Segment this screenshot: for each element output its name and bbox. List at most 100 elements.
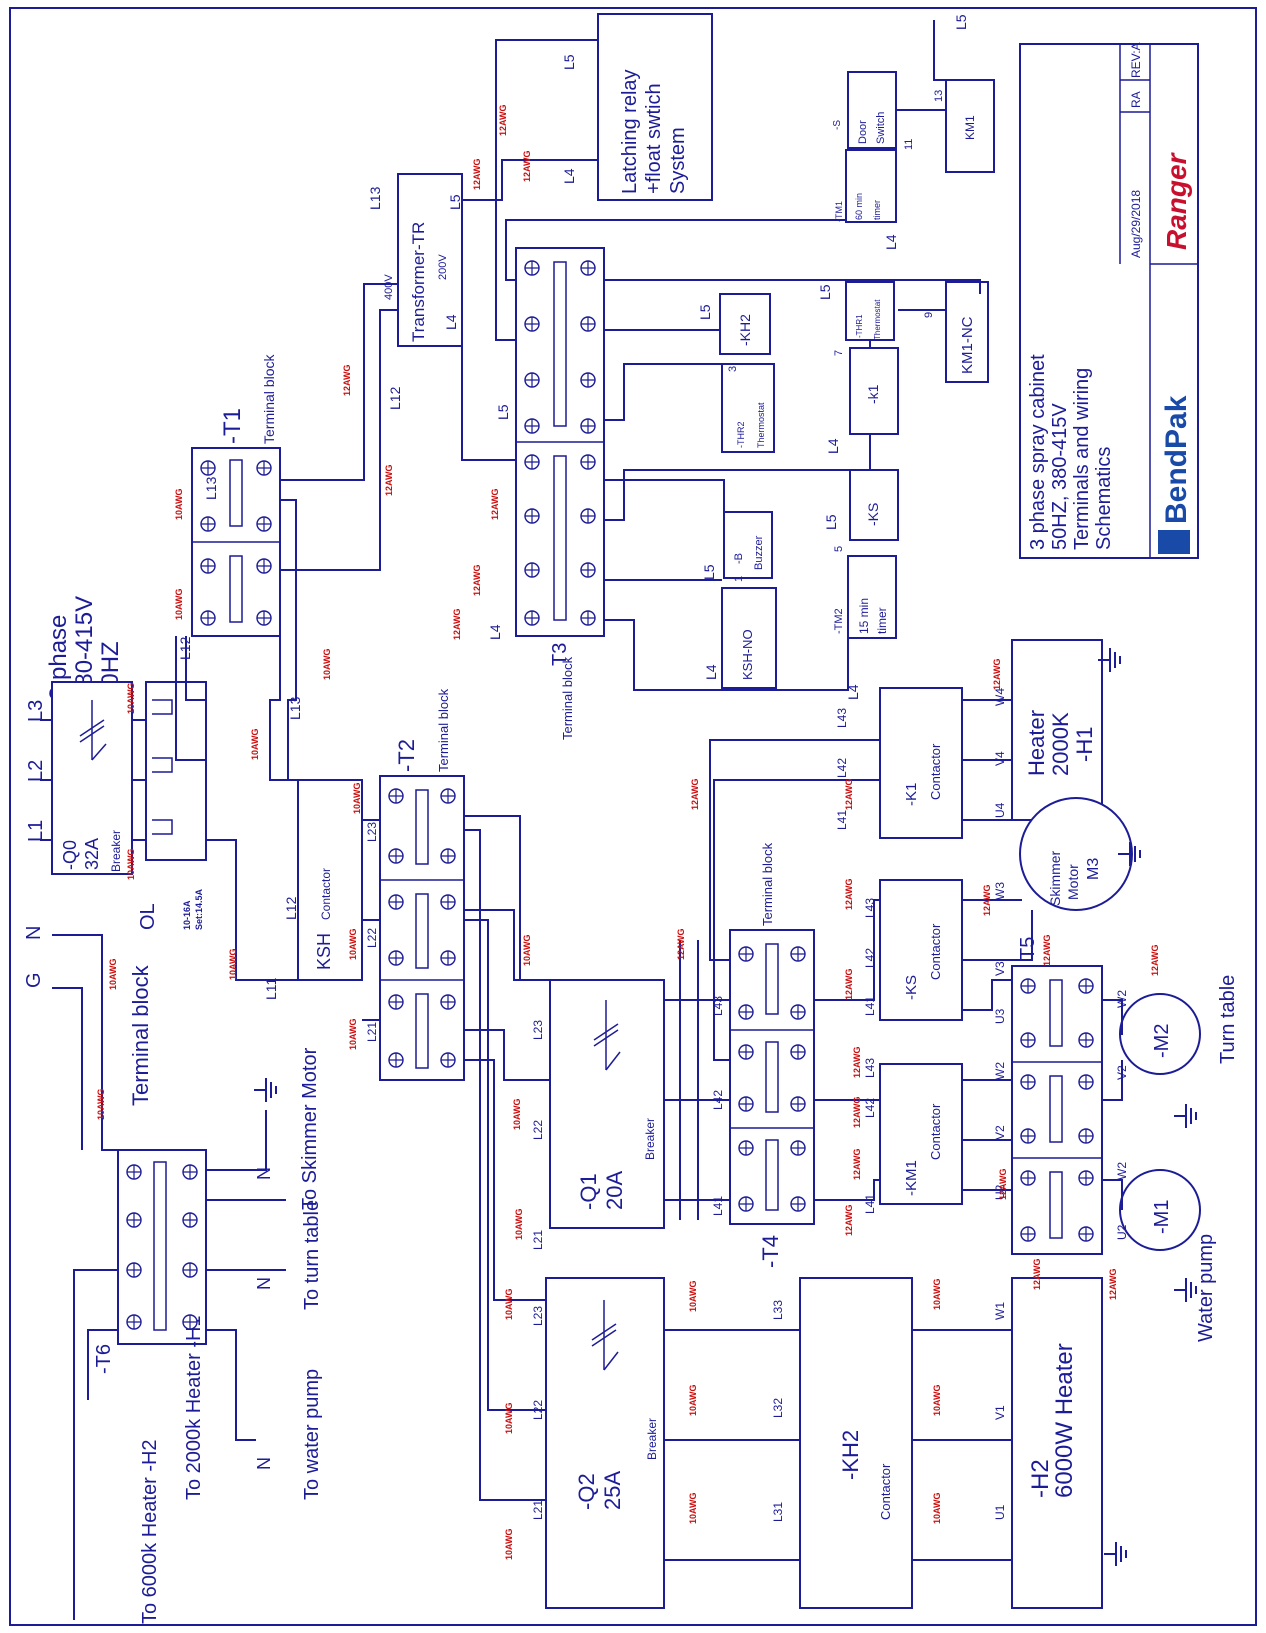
- svg-text:V1: V1: [993, 1405, 1007, 1420]
- ground-icon: [254, 1078, 277, 1102]
- svg-text:U2: U2: [1115, 1224, 1129, 1240]
- svg-text:Thermostat: Thermostat: [756, 402, 766, 448]
- terminal-screw-cross: [1079, 1075, 1093, 1089]
- terminal-block-t1: -T1 Terminal block: [191, 354, 281, 637]
- svg-text:10AWG: 10AWG: [352, 782, 362, 814]
- svg-text:V2: V2: [1115, 1065, 1129, 1080]
- transformer: Transformer-TR 400V 200V: [383, 173, 463, 347]
- svg-text:10AWG: 10AWG: [932, 1492, 942, 1524]
- svg-text:L12: L12: [387, 386, 403, 410]
- terminal-screw-cross: [581, 509, 595, 523]
- svg-text:10AWG: 10AWG: [322, 648, 332, 680]
- terminal-screw-cross: [127, 1263, 141, 1277]
- svg-text:10AWG: 10AWG: [348, 1018, 358, 1050]
- svg-text:V2: V2: [993, 1125, 1007, 1140]
- svg-text:L4: L4: [487, 624, 503, 640]
- svg-text:L5: L5: [823, 514, 839, 530]
- svg-text:2000K: 2000K: [1048, 712, 1073, 776]
- contactor-kh2: -KH2 Contactor: [799, 1277, 913, 1609]
- svg-text:10AWG: 10AWG: [932, 1278, 942, 1310]
- svg-text:System: System: [667, 127, 689, 194]
- svg-text:L33: L33: [771, 1300, 785, 1320]
- terminal-screw-cross: [525, 509, 539, 523]
- svg-text:12AWG: 12AWG: [992, 658, 1002, 690]
- svg-text:V4: V4: [993, 751, 1007, 766]
- coil-ks: [849, 469, 899, 541]
- svg-text:12AWG: 12AWG: [844, 778, 854, 810]
- svg-text:L13: L13: [203, 476, 219, 500]
- svg-text:L4: L4: [825, 438, 841, 454]
- svg-text:12AWG: 12AWG: [844, 878, 854, 910]
- svg-text:L42: L42: [863, 1098, 877, 1118]
- contactor-km1: -KM1 Contactor: [879, 1063, 963, 1205]
- contactor-ks: -KS Contactor: [879, 879, 963, 1021]
- svg-text:KM1: KM1: [963, 115, 977, 140]
- svg-text:KSH: KSH: [314, 933, 334, 970]
- svg-text:12AWG: 12AWG: [1150, 944, 1160, 976]
- svg-text:L43: L43: [863, 898, 877, 918]
- svg-text:W4: W4: [993, 688, 1007, 706]
- terminal-screw-cross: [525, 373, 539, 387]
- svg-text:10AWG: 10AWG: [688, 1492, 698, 1524]
- svg-text:L11: L11: [263, 977, 279, 1000]
- terminal-screw-cross: [441, 895, 455, 909]
- ground-icon: [1104, 1542, 1127, 1566]
- svg-text:12AWG: 12AWG: [852, 1148, 862, 1180]
- svg-text:15 min: 15 min: [857, 598, 871, 634]
- svg-text:KM1-NC: KM1-NC: [959, 316, 976, 374]
- svg-text:KSH-NO: KSH-NO: [740, 629, 755, 680]
- svg-text:12AWG: 12AWG: [1108, 1268, 1118, 1300]
- svg-text:12AWG: 12AWG: [690, 778, 700, 810]
- svg-text:W2: W2: [993, 1062, 1007, 1080]
- load-destinations: To 6000k Heater -H2 To 2000k Heater -H1 …: [139, 1047, 323, 1624]
- svg-text:L21: L21: [365, 1022, 379, 1042]
- svg-text:-M2: -M2: [1151, 1024, 1173, 1058]
- svg-text:Thermostat: Thermostat: [873, 299, 882, 340]
- terminal-screw-cross: [581, 419, 595, 433]
- svg-text:-THR1: -THR1: [855, 314, 864, 338]
- svg-text:50HZ, 380-415V: 50HZ, 380-415V: [1049, 403, 1071, 550]
- svg-text:L5: L5: [697, 304, 713, 320]
- svg-text:Contactor: Contactor: [928, 743, 943, 800]
- svg-text:L22: L22: [365, 928, 379, 948]
- terminal-block-t2: -T2 Terminal block: [379, 688, 465, 1081]
- terminal-screw-cross: [525, 611, 539, 625]
- svg-text:10AWG: 10AWG: [126, 682, 136, 714]
- timer-tm2: [847, 555, 897, 639]
- svg-text:10AWG: 10AWG: [688, 1280, 698, 1312]
- svg-text:L32: L32: [771, 1398, 785, 1418]
- svg-text:10AWG: 10AWG: [504, 1528, 514, 1560]
- svg-text:12AWG: 12AWG: [342, 364, 352, 396]
- svg-text:L22: L22: [531, 1400, 545, 1420]
- svg-text:Terminals and wiring: Terminals and wiring: [1071, 368, 1093, 550]
- wire-gauge-labels: 10AWG 10AWG 10AWG 10AWG 10AWG 10AWG 10AW…: [96, 104, 1160, 1560]
- svg-text:10AWG: 10AWG: [514, 1208, 524, 1240]
- svg-text:L5: L5: [701, 564, 717, 580]
- svg-text:L5: L5: [817, 284, 833, 300]
- terminal-screw-cross: [525, 563, 539, 577]
- svg-text:12AWG: 12AWG: [852, 1046, 862, 1078]
- svg-text:13: 13: [933, 90, 945, 102]
- svg-text:10AWG: 10AWG: [108, 958, 118, 990]
- terminal-screw-cross: [389, 1053, 403, 1067]
- svg-text:-H2: -H2: [1027, 1459, 1054, 1498]
- terminal-screw-cross: [183, 1315, 197, 1329]
- svg-text:10AWG: 10AWG: [174, 588, 184, 620]
- terminal-screw-cross: [389, 995, 403, 1009]
- ground-icon: [1174, 1104, 1197, 1128]
- terminal-screw-cross: [257, 611, 271, 625]
- svg-text:L42: L42: [835, 758, 849, 778]
- contactor-k1: -K1 Contactor: [879, 687, 963, 839]
- svg-text:200V: 200V: [437, 254, 449, 280]
- svg-text:-T6: -T6: [93, 1344, 115, 1374]
- terminal-screw-cross: [389, 849, 403, 863]
- svg-text:12AWG: 12AWG: [498, 104, 508, 136]
- svg-text:12AWG: 12AWG: [998, 1168, 1008, 1200]
- motor-m2: -M2 Turn table: [1119, 975, 1239, 1075]
- terminal-screw-cross: [525, 455, 539, 469]
- contact-ksh-no: [721, 587, 777, 689]
- svg-text:Transformer-TR: Transformer-TR: [409, 222, 428, 342]
- svg-text:L5: L5: [447, 194, 463, 210]
- power-wiring: [40, 20, 1123, 1620]
- svg-text:400V: 400V: [383, 274, 395, 300]
